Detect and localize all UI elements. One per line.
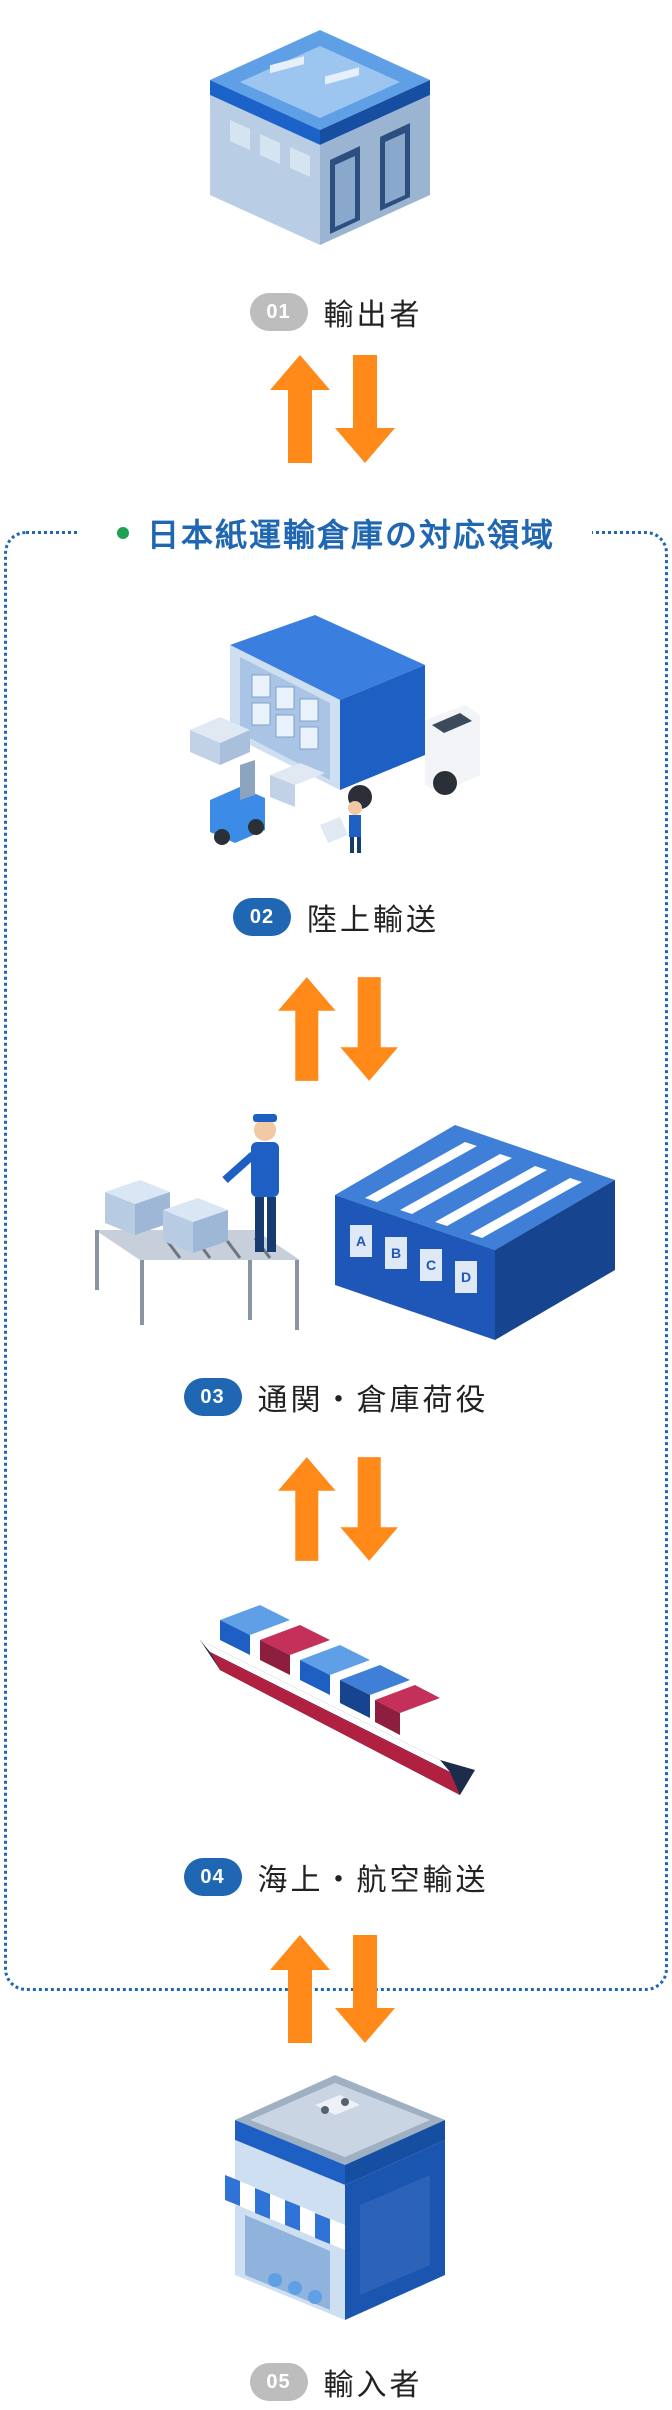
warehouse-bay-a <box>350 1225 372 1257</box>
step-04: 04 海上・航空輸送 <box>0 1855 672 1899</box>
conveyor-warehouse-icon: A B C D <box>95 1114 615 1340</box>
step-03-badge: 03 <box>183 1378 242 1416</box>
step-01-badge: 01 <box>249 293 308 331</box>
step-03-label: 通関・倉庫荷役 <box>257 1383 489 1418</box>
truck-forklift-icon <box>190 615 480 853</box>
bay-label-a: A <box>356 1233 366 1249</box>
region-title-text: 日本紙運輸倉庫の対応領域 <box>146 516 555 554</box>
step-03: 03 通関・倉庫荷役 <box>0 1375 672 1419</box>
step-04-badge: 04 <box>183 1858 242 1896</box>
step-02: 02 陸上輸送 <box>0 895 672 939</box>
bidirectional-arrow-icon <box>278 1457 398 1561</box>
region-title-dot <box>116 527 129 539</box>
bidirectional-arrow-icon <box>270 355 395 463</box>
bidirectional-arrow-icon <box>270 1935 395 2043</box>
container-ship-icon <box>200 1605 475 1795</box>
warehouse-bay-c <box>420 1249 442 1281</box>
store-building-icon <box>225 2075 445 2320</box>
step-02-label: 陸上輸送 <box>307 903 439 938</box>
step-04-label: 海上・航空輸送 <box>257 1863 489 1898</box>
bidirectional-arrow-icon <box>278 977 398 1081</box>
step-05: 05 輸入者 <box>0 2360 672 2404</box>
bay-label-b: B <box>391 1245 401 1261</box>
step-01-label: 輸出者 <box>323 298 423 333</box>
warehouse-bay-d <box>455 1261 477 1293</box>
bay-label-d: D <box>461 1269 471 1285</box>
step-01: 01 輸出者 <box>0 290 672 334</box>
warehouse-building-icon <box>210 30 430 245</box>
bay-label-c: C <box>426 1257 436 1273</box>
step-02-badge: 02 <box>233 898 291 936</box>
step-05-badge: 05 <box>249 2363 308 2401</box>
warehouse-bay-b <box>385 1237 407 1269</box>
region-title: 日本紙運輸倉庫の対応領域 <box>80 510 592 556</box>
step-05-label: 輸入者 <box>323 2368 423 2403</box>
